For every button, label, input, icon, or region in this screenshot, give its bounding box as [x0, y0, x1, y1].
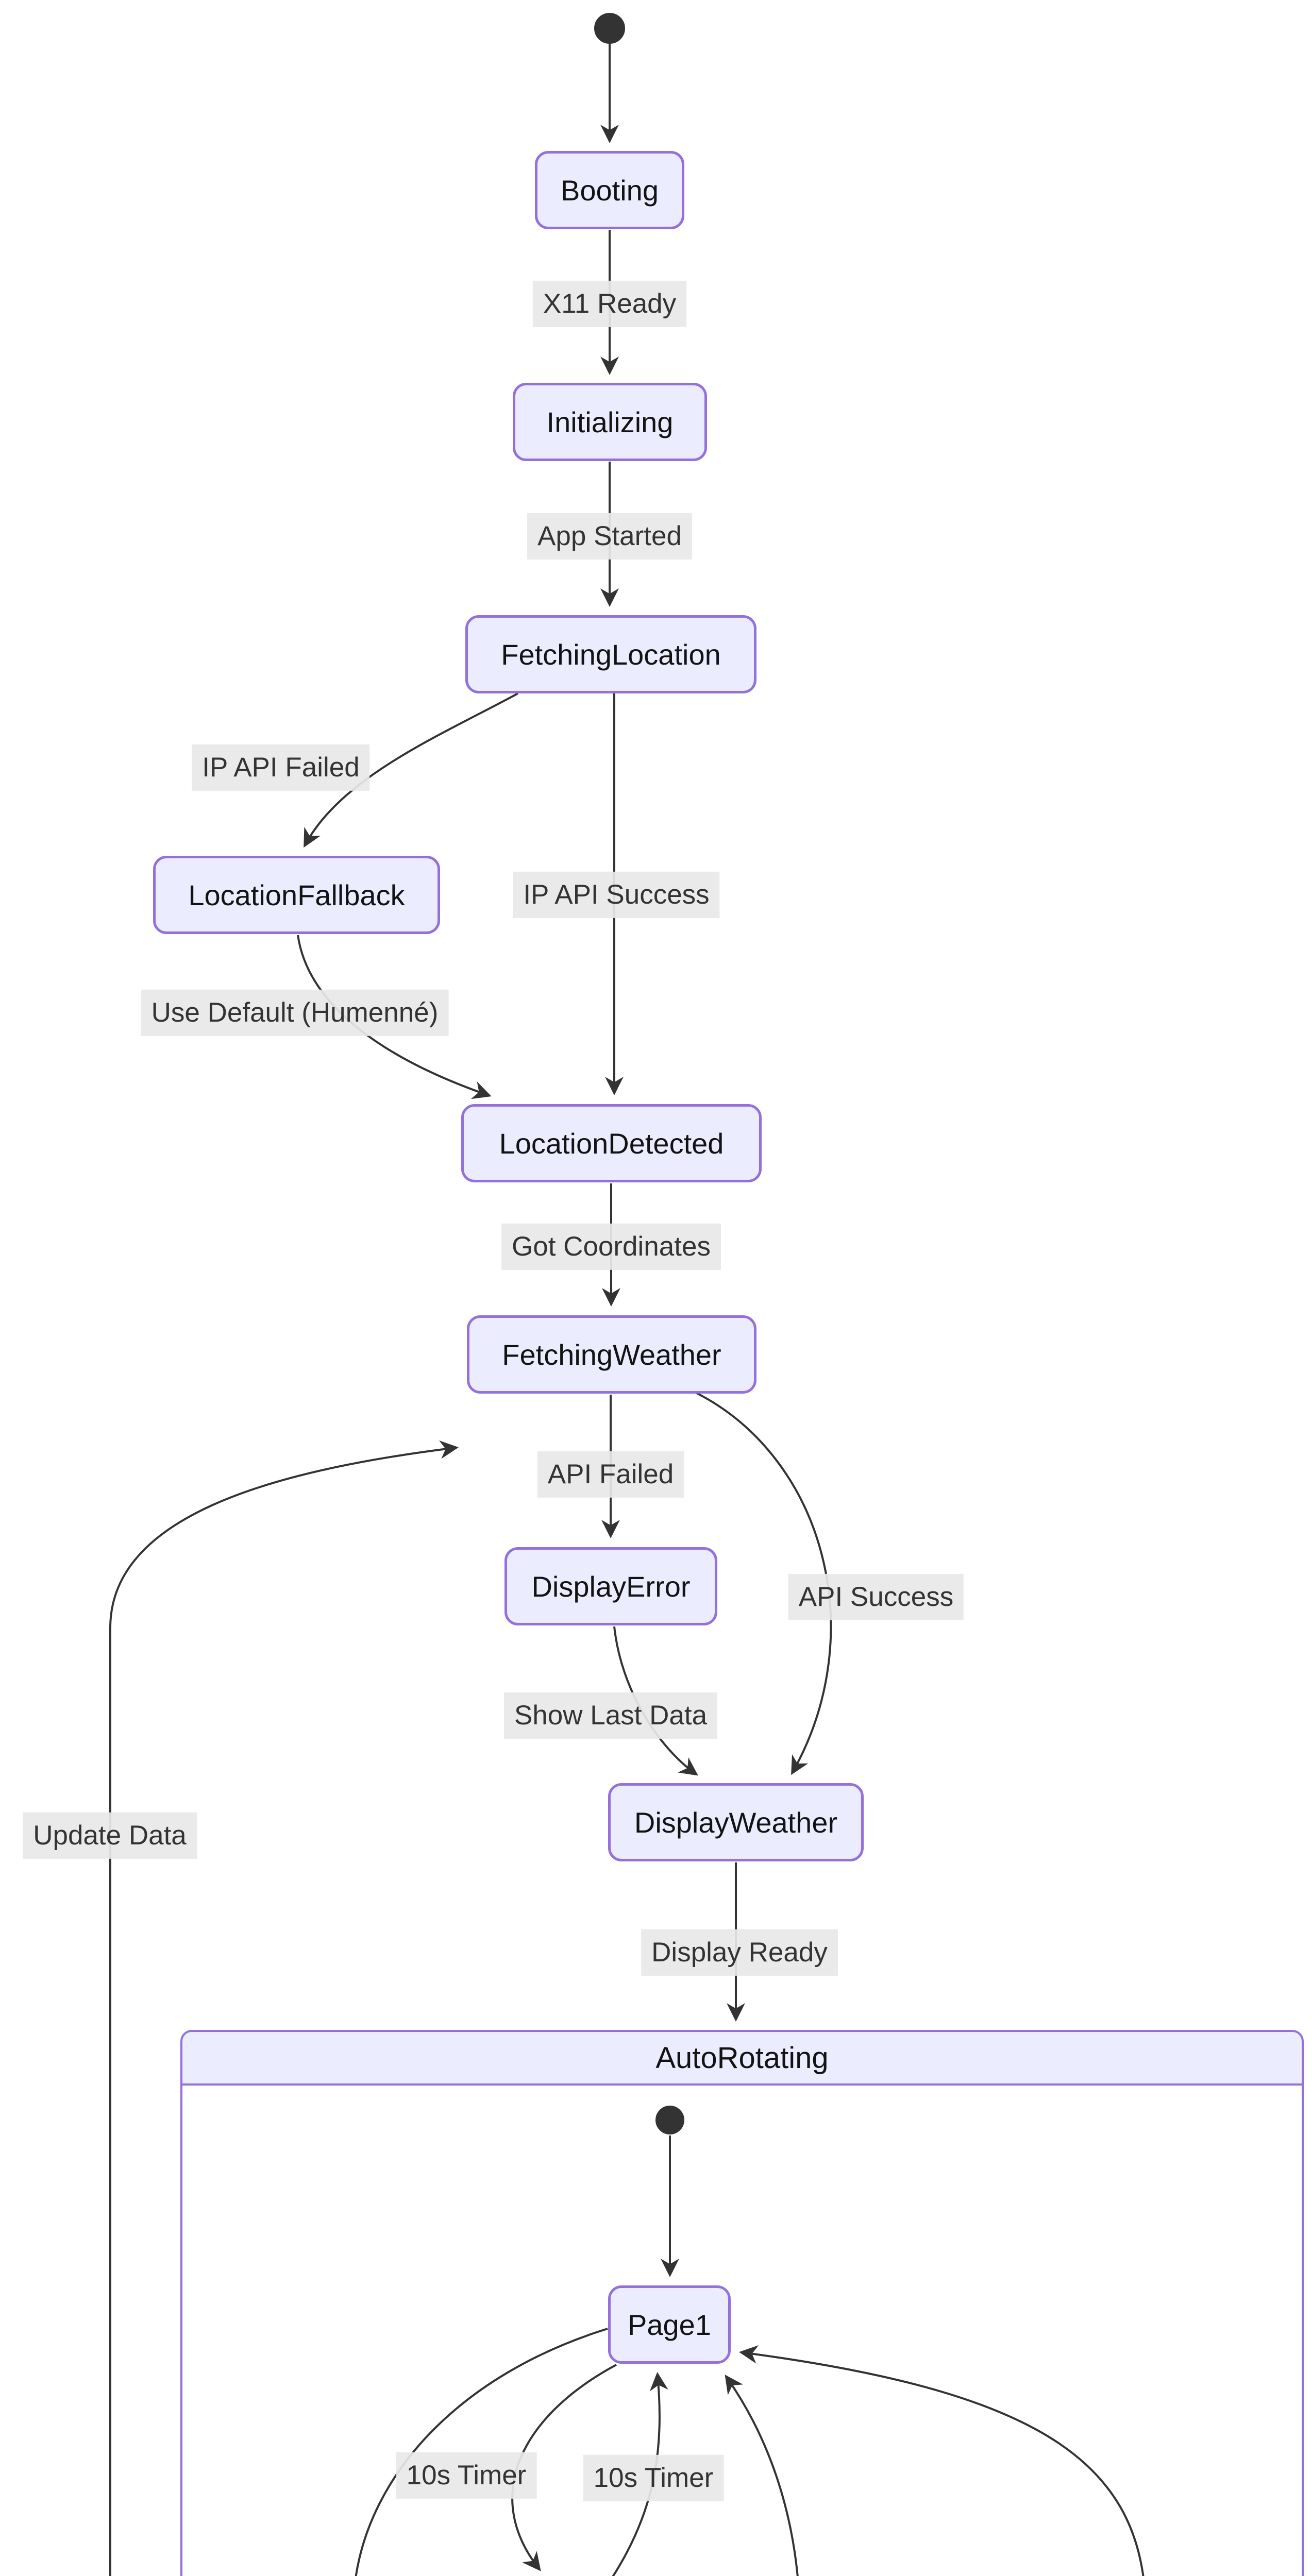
edge-label-ip-api-failed: IP API Failed [192, 744, 370, 791]
state-displayerror-label: DisplayError [531, 1570, 691, 1603]
state-displayweather-label: DisplayWeather [634, 1806, 838, 1839]
state-initializing-label: Initializing [546, 405, 674, 438]
composite-state-body [182, 2083, 1302, 2576]
state-page1-label: Page1 [628, 2308, 711, 2341]
composite-state-title: AutoRotating [655, 2041, 829, 2075]
edge-label-update-data: Update Data [23, 1812, 197, 1859]
state-fetchingweather-label: FetchingWeather [502, 1338, 721, 1371]
state-locationdetected-label: LocationDetected [499, 1127, 724, 1160]
edge-label-api-success: API Success [788, 1573, 964, 1621]
state-locationdetected: LocationDetected [461, 1104, 762, 1182]
state-displayweather: DisplayWeather [608, 1783, 864, 1861]
composite-state-autorotating: AutoRotating [180, 2030, 1304, 2576]
edge-label-app-started: App Started [527, 513, 692, 560]
edge-page1-to-manualnav [355, 2328, 608, 2576]
edge-label-got-coordinates: Got Coordinates [501, 1223, 721, 1270]
edge-refreshweather-to-fetchingweather [109, 1440, 459, 2576]
edge-label-use-default: Use Default (Humenné) [141, 989, 449, 1037]
edge-manualnav-to-page1 [725, 2375, 799, 2576]
edge-searchpage-to-page1 [739, 2345, 1145, 2576]
state-fetchingweather: FetchingWeather [467, 1315, 756, 1394]
state-booting-label: Booting [561, 174, 659, 207]
edge-fetchingweather-to-displayweather [695, 1392, 832, 1775]
state-booting: Booting [535, 151, 684, 229]
state-initializing: Initializing [513, 383, 707, 461]
state-fetchinglocation: FetchingLocation [465, 615, 756, 693]
inner-start-state-icon [655, 2106, 684, 2134]
edge-label-10s-timer-left: 10s Timer [396, 2452, 537, 2499]
edge-label-show-last-data: Show Last Data [503, 1692, 718, 1739]
edge-label-x11-ready: X11 Ready [532, 280, 687, 328]
state-page1: Page1 [608, 2285, 731, 2364]
state-locationfallback-label: LocationFallback [188, 878, 405, 911]
edge-label-10s-timer-right: 10s Timer [583, 2454, 724, 2502]
state-fetchinglocation-label: FetchingLocation [501, 638, 721, 671]
start-state-icon [594, 13, 625, 44]
edge-fetchinglocation-to-locationfallback [304, 692, 518, 848]
edge-label-api-failed: API Failed [537, 1451, 684, 1498]
edge-label-ip-api-success: IP API Success [513, 871, 720, 919]
state-displayerror: DisplayError [504, 1547, 717, 1625]
edge-label-display-ready: Display Ready [641, 1929, 838, 1976]
state-locationfallback: LocationFallback [153, 856, 440, 934]
